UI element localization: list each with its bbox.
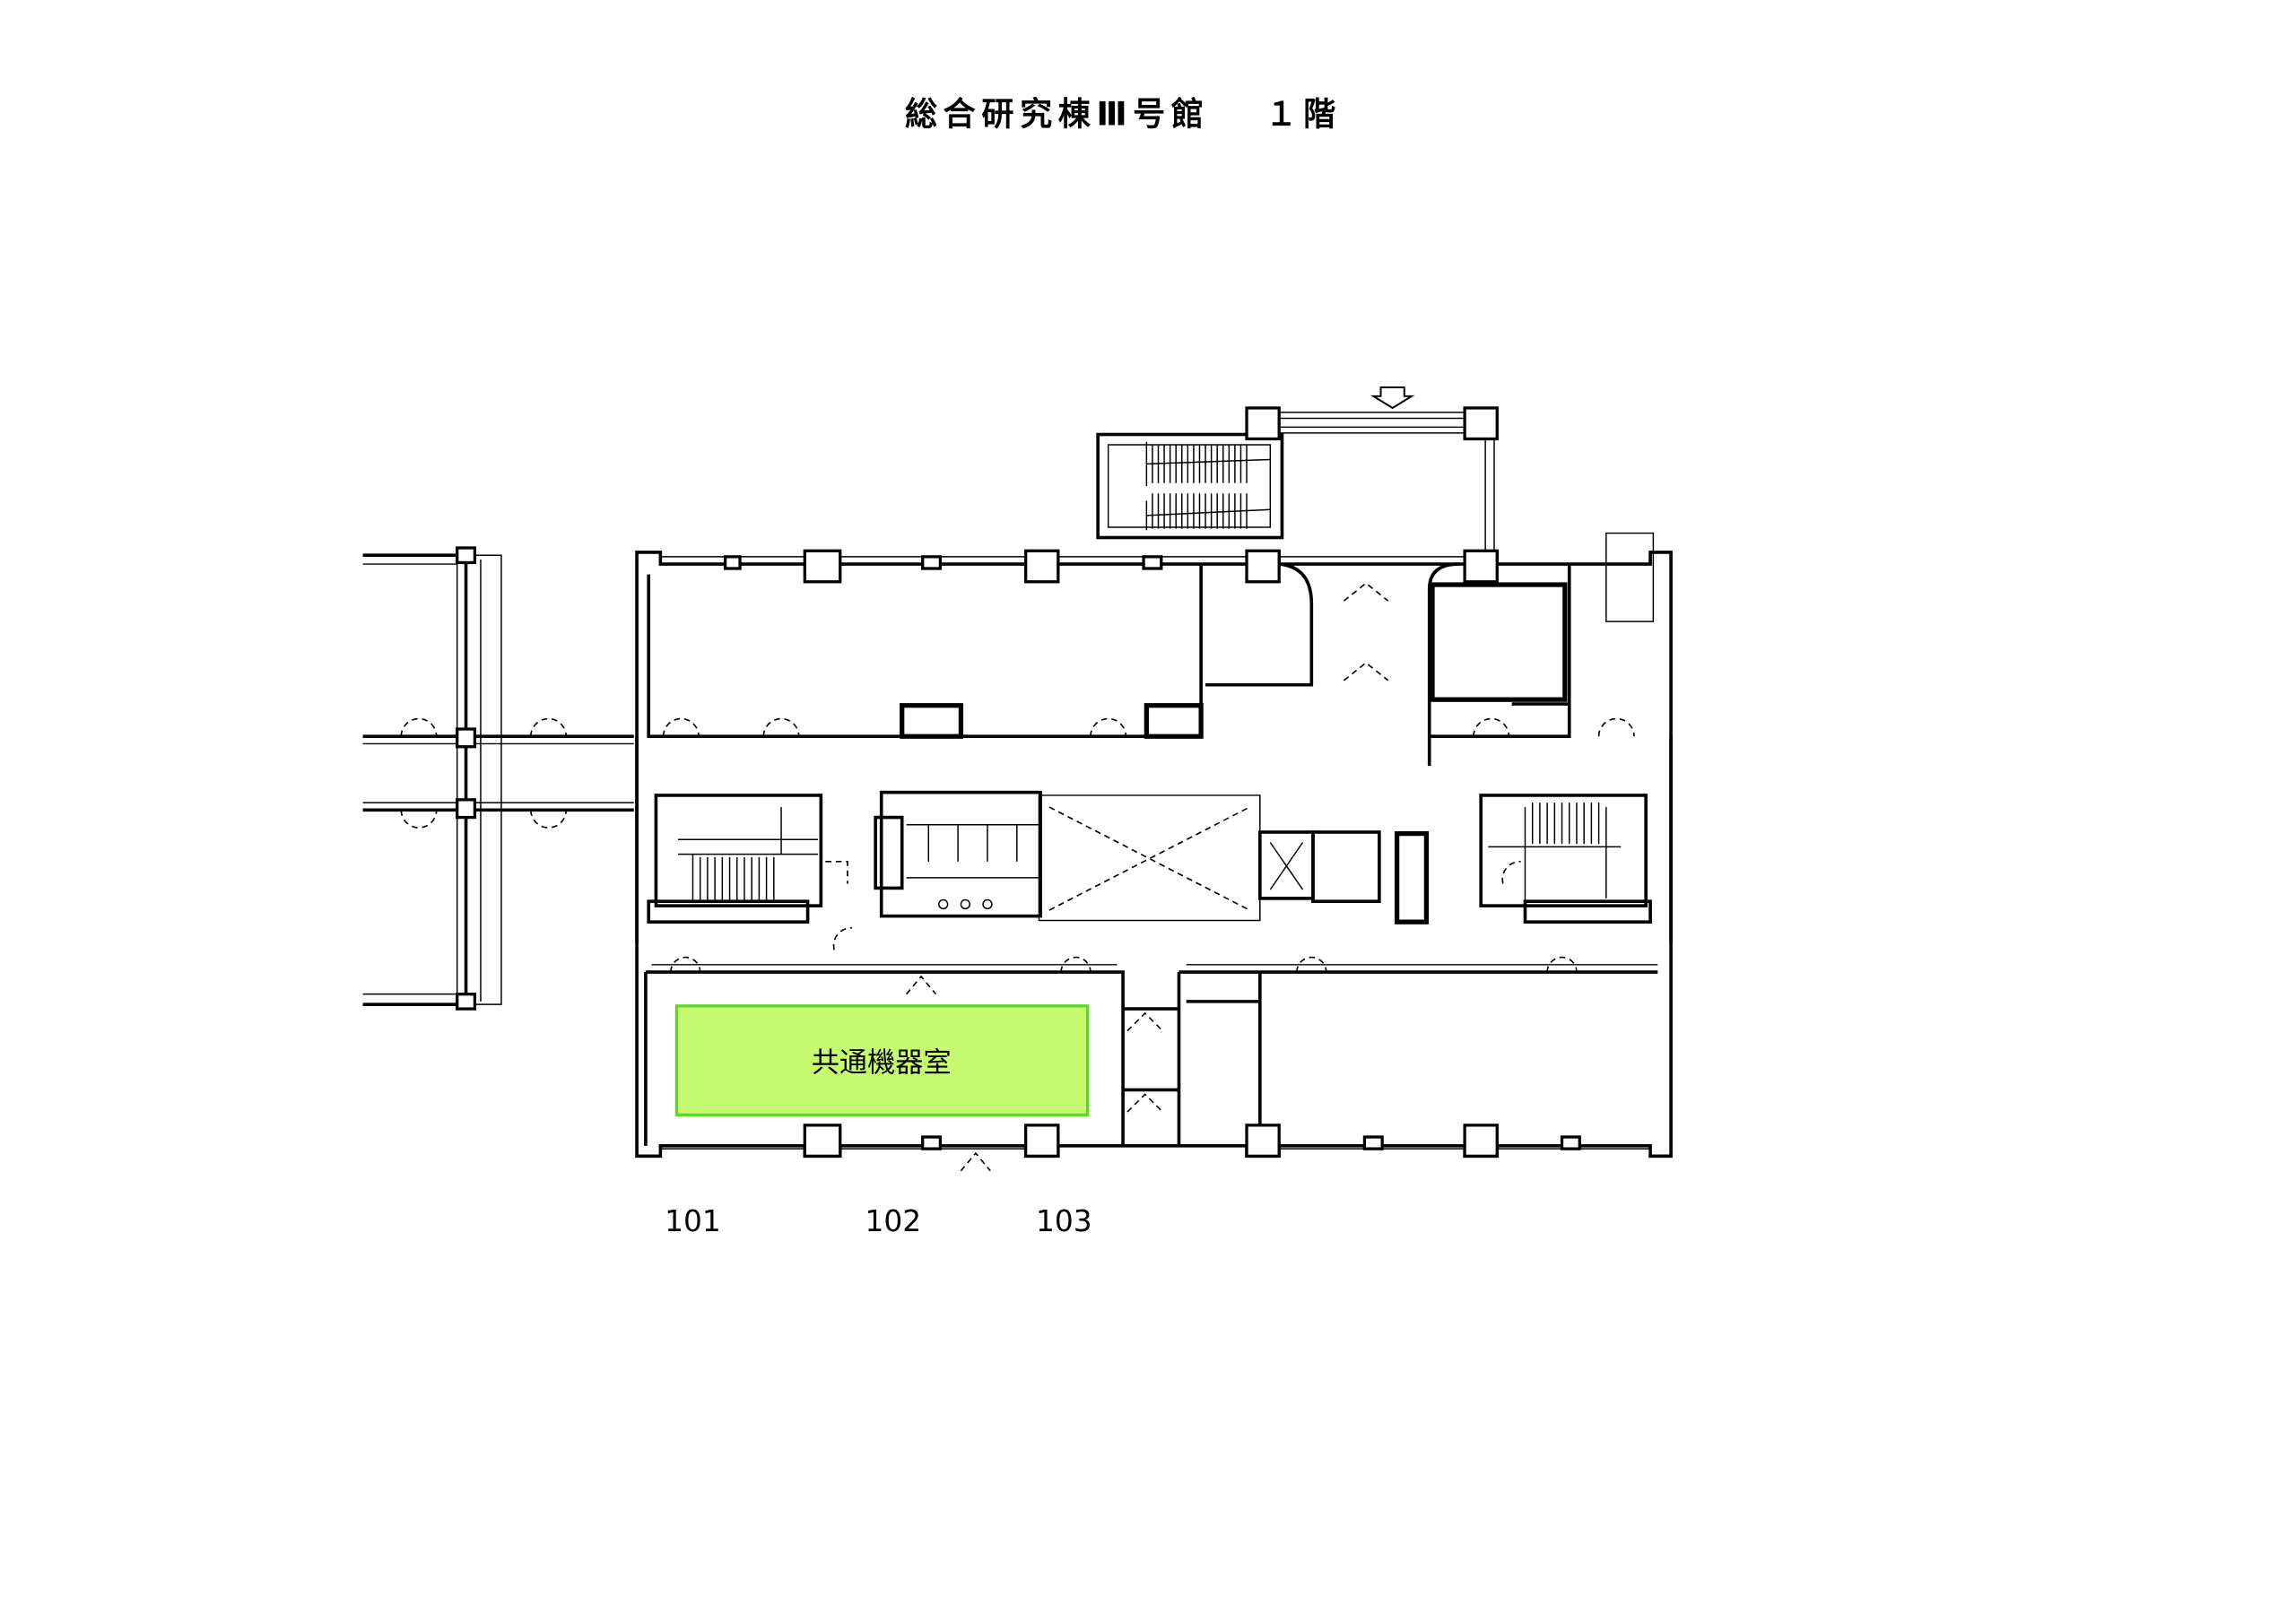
room-number-102: 102 [865, 1204, 922, 1238]
room-number-101: 101 [665, 1204, 721, 1238]
room-number-103: 103 [1036, 1204, 1092, 1238]
external-stair [1096, 432, 1284, 540]
page-title: 総合研究棟Ⅲ号館 １階 [905, 95, 1342, 134]
room-label-shared-equipment: 共通機器室 [812, 1047, 952, 1080]
north-rooms [647, 532, 1655, 767]
highlighted-room-shared-equipment[interactable] [674, 1004, 1090, 1116]
south-rooms [644, 956, 1658, 1172]
left-wing [362, 546, 634, 1011]
central-core [635, 736, 1673, 950]
entrance-arrow-icon [1370, 386, 1415, 410]
walkway [1245, 386, 1499, 557]
